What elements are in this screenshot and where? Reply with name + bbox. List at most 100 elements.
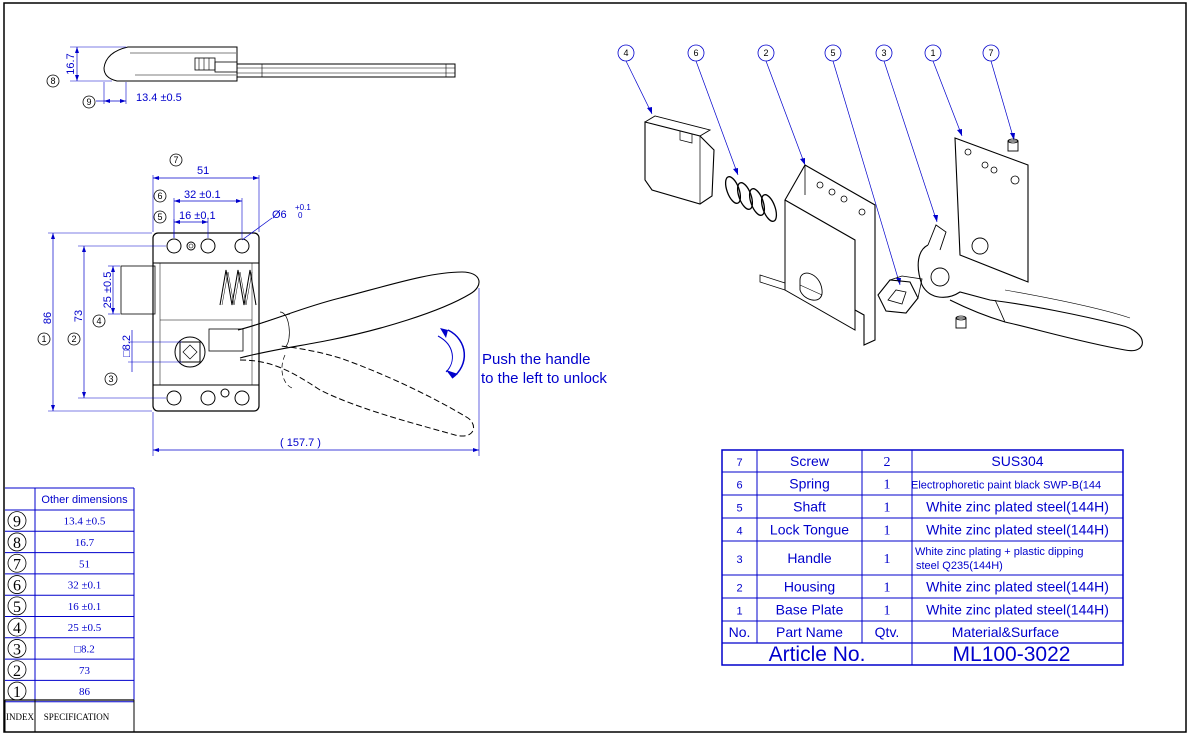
parts-header-name: Part Name <box>776 624 843 640</box>
parts-row-material: White zinc plated steel(144H) <box>926 522 1109 538</box>
parts-row-qty: 1 <box>884 581 891 596</box>
parts-row-name: Spring <box>789 476 829 492</box>
dim-16-7: 16.7 <box>65 53 77 74</box>
dims-row-index: 7 <box>13 556 21 573</box>
bubble-front-6 <box>153 189 167 203</box>
parts-row-material: Electrophoretic paint black SWP-B(144 <box>911 480 1101 492</box>
parts-header-no: No. <box>729 624 751 640</box>
dims-index-bubble <box>7 660 27 680</box>
article-label: Article No. <box>769 643 866 666</box>
parts-row-qty: 1 <box>884 478 891 493</box>
dims-row-value: 13.4 ±0.5 <box>64 516 106 528</box>
svg-text:1: 1 <box>41 334 46 344</box>
parts-row-no: 4 <box>736 526 742 538</box>
bubble-front-7 <box>169 153 183 167</box>
parts-row-name: Handle <box>787 550 832 566</box>
svg-text:7: 7 <box>173 155 178 165</box>
svg-text:5: 5 <box>830 48 835 58</box>
parts-row-no: 6 <box>736 480 742 492</box>
svg-text:6: 6 <box>157 191 162 201</box>
bubble-front-4 <box>92 314 106 328</box>
dim-13-4: 13.4 ±0.5 <box>136 92 182 104</box>
parts-row-qty: 2 <box>884 455 891 470</box>
parts-row-name: Base Plate <box>776 602 844 618</box>
dims-row-value: 51 <box>79 558 90 570</box>
dim-73: 73 <box>73 310 85 322</box>
dims-footer-index: INDEX <box>6 712 34 722</box>
dims-row-value: 25 ±0.5 <box>68 622 102 634</box>
bubble-9-label: 9 <box>86 97 91 107</box>
dim-hole-tol-lower: 0 <box>298 211 303 220</box>
dims-index-bubble <box>7 511 27 531</box>
dim-hole-tol-upper: +0.1 <box>295 203 311 212</box>
dim-hole: Ø6 <box>272 209 287 221</box>
side-view: 16.7 8 13.4 ±0.5 9 <box>46 46 456 109</box>
svg-text:7: 7 <box>988 48 993 58</box>
dims-row-index: 3 <box>13 641 21 658</box>
dims-row-index: 4 <box>13 620 21 637</box>
dims-row-value: □8.2 <box>74 643 94 655</box>
parts-row-material: SUS304 <box>991 453 1043 469</box>
instruction-line-1: Push the handle <box>482 351 590 368</box>
dims-row-value: 16 ±0.1 <box>68 601 102 613</box>
front-view: Push the handle to the left to unlock 51… <box>37 153 607 456</box>
article-value: ML100-3022 <box>953 643 1071 666</box>
svg-text:3: 3 <box>108 374 113 384</box>
dims-row-value: 86 <box>79 686 91 698</box>
dims-row-index: 6 <box>13 578 21 595</box>
bubble-8-label: 8 <box>50 76 55 86</box>
bubble-front-2 <box>67 332 81 346</box>
svg-text:2: 2 <box>763 48 768 58</box>
dims-index-bubble <box>7 553 27 573</box>
parts-row-material-line2: steel Q235(144H) <box>916 560 1003 572</box>
svg-text:3: 3 <box>881 48 886 58</box>
dim-square: □8.2 <box>121 335 133 357</box>
parts-row-qty: 1 <box>884 552 891 567</box>
svg-text:4: 4 <box>623 48 628 58</box>
dim-51: 51 <box>197 165 209 177</box>
dims-row-index: 5 <box>13 599 21 616</box>
exploded-view: 4 6 2 5 3 1 7 <box>617 44 1143 352</box>
svg-text:1: 1 <box>930 48 935 58</box>
dims-index-bubble <box>7 639 27 658</box>
parts-row-name: Shaft <box>793 499 826 515</box>
bubble-8 <box>46 74 60 88</box>
dims-index-bubble <box>7 596 27 616</box>
parts-header-qty: Qtv. <box>875 624 900 640</box>
dims-footer-spec: SPECIFICATION <box>44 712 110 722</box>
bubble-9 <box>82 95 96 109</box>
parts-row-qty: 1 <box>884 501 891 516</box>
parts-row-qty: 1 <box>884 604 891 619</box>
bubble-front-5 <box>153 210 167 224</box>
bubble-front-3 <box>104 372 118 386</box>
parts-row-no: 7 <box>736 457 742 469</box>
dims-index-bubble <box>7 532 27 552</box>
parts-row-no: 3 <box>736 554 742 566</box>
svg-text:6: 6 <box>693 48 698 58</box>
parts-row-material: White zinc plated steel(144H) <box>926 579 1109 595</box>
dims-row-value: 16.7 <box>75 537 95 549</box>
dims-row-index: 1 <box>13 684 21 701</box>
parts-row-material: White zinc plated steel(144H) <box>926 499 1109 515</box>
parts-row-material: White zinc plated steel(144H) <box>926 602 1109 618</box>
instruction-line-2: to the left to unlock <box>481 370 607 387</box>
dim-16: 16 ±0.1 <box>179 210 216 222</box>
dims-row-value: 73 <box>79 665 91 677</box>
dims-row-value: 32 ±0.1 <box>68 580 102 592</box>
dims-row-index: 8 <box>13 535 21 552</box>
parts-row-no: 1 <box>736 606 742 618</box>
dim-25: 25 ±0.5 <box>102 272 114 309</box>
sheet-border <box>3 2 1187 733</box>
svg-text:5: 5 <box>157 212 162 222</box>
parts-row-name: Lock Tongue <box>770 522 849 538</box>
bubble-front-1 <box>37 332 51 346</box>
parts-header-material: Material&Surface <box>952 624 1060 640</box>
dims-row-index: 2 <box>13 663 21 680</box>
dim-86: 86 <box>42 312 54 324</box>
parts-row-material: White zinc plating + plastic dipping <box>915 546 1083 558</box>
parts-row-no: 2 <box>736 583 742 595</box>
dim-overall: ( 157.7 ) <box>280 437 321 449</box>
